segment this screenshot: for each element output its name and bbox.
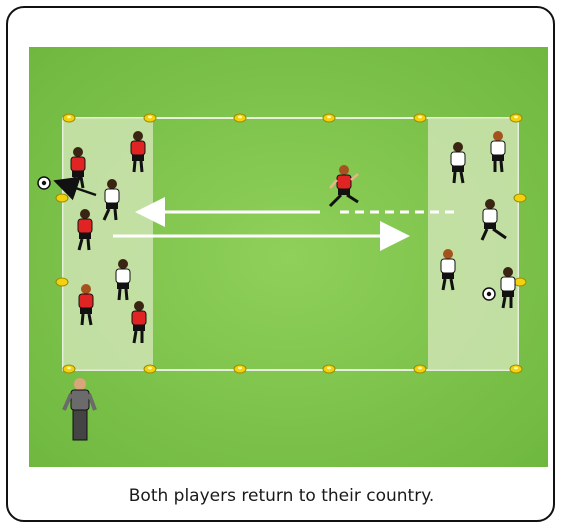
cone-icon: [323, 114, 335, 122]
cone-icon: [144, 365, 156, 373]
cone-icon: [510, 365, 522, 373]
cone-icon: [414, 114, 426, 122]
cone-icon: [514, 278, 526, 286]
cone-icon: [56, 278, 68, 286]
cone-icon: [514, 194, 526, 202]
cone-icon: [234, 365, 246, 373]
ball-icon: [38, 177, 50, 189]
cone-icon: [63, 365, 75, 373]
cone-icon: [234, 114, 246, 122]
cone-icon: [56, 194, 68, 202]
cone-icon: [510, 114, 522, 122]
right-country-zone: [428, 118, 518, 370]
cone-icon: [144, 114, 156, 122]
cone-icon: [414, 365, 426, 373]
ball-icon: [483, 288, 495, 300]
cone-icon: [323, 365, 335, 373]
cone-icon: [63, 114, 75, 122]
diagram-caption: Both players return to their country.: [0, 486, 563, 506]
